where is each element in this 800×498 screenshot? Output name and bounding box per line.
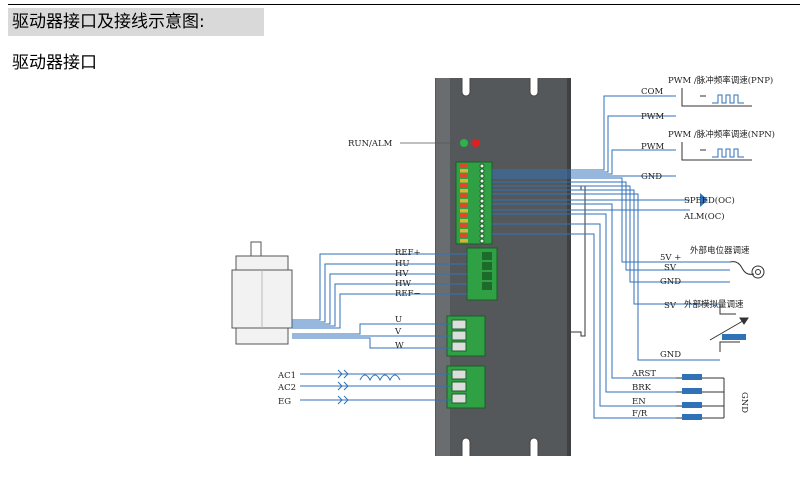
terminal-screw (479, 188, 485, 194)
terminal-pin (460, 229, 468, 233)
sv-label-2: SV (664, 301, 677, 311)
terminal-screw (479, 193, 485, 199)
ac1-label: AC1 (277, 371, 296, 381)
ac2-label: AC2 (277, 383, 296, 393)
speed-oc-label: SPEED(OC) (684, 195, 735, 206)
terminal-pin (460, 239, 468, 243)
terminal-screw (479, 203, 485, 209)
analog-source-icon (709, 304, 749, 352)
eg-label: EG (278, 397, 291, 407)
v5-label: 5V + (660, 253, 681, 263)
u-label: U (395, 315, 402, 325)
alarm-led (472, 139, 480, 147)
en-label: EN (632, 397, 646, 407)
signal-terminal-block (455, 161, 493, 245)
terminal-pin (460, 174, 468, 178)
terminal-screw (479, 228, 485, 234)
terminal-screw (479, 198, 485, 204)
terminal-pin (460, 224, 468, 228)
pwm-npn-title: PWM /脉冲频率调速(NPN) (668, 129, 775, 140)
section-title: 驱动器接口及接线示意图: (8, 8, 264, 36)
terminal-screw (479, 213, 485, 219)
gnd-label-3: GND (660, 350, 681, 360)
run-alm-label: RUN/ALM (348, 139, 393, 149)
motor-icon (231, 241, 293, 345)
run-led (460, 139, 468, 147)
pwm-label-1: PWM (641, 112, 664, 122)
terminal-screw (479, 223, 485, 229)
ref-plus-label: REF+ (395, 248, 421, 258)
ref-minus-label: REF− (395, 289, 421, 299)
alm-oc-label: ALM(OC) (683, 211, 725, 222)
brk-label: BRK (632, 383, 652, 393)
pwm-label-2: PWM (641, 142, 664, 152)
pwm-pnp-title: PWM /脉冲频率调速(PNP) (668, 75, 773, 86)
terminal-pin (460, 184, 468, 188)
switch-group (676, 377, 725, 419)
terminal-screw (479, 178, 485, 184)
terminal-screw (479, 218, 485, 224)
com-label: COM (641, 87, 663, 97)
pot-title: 外部电位器调速 (690, 245, 750, 256)
terminal-pin (460, 209, 468, 213)
terminal-pin (460, 169, 468, 173)
terminal-pin (460, 214, 468, 218)
terminal-pin (460, 164, 468, 168)
hv-label: HV (395, 269, 409, 279)
top-rule (8, 4, 800, 5)
hu-label: HU (395, 259, 410, 269)
fr-label: F/R (632, 409, 648, 419)
potentiometer-icon (729, 261, 765, 279)
terminal-pin (460, 194, 468, 198)
sub-title: 驱动器接口 (12, 53, 97, 73)
hw-label: HW (395, 279, 411, 289)
terminal-pin (460, 189, 468, 193)
terminal-pin (460, 219, 468, 223)
arst-label: ARST (631, 369, 656, 379)
gnd-label-2: GND (660, 277, 681, 287)
terminal-pin (460, 179, 468, 183)
terminal-screw (479, 233, 485, 239)
terminal-pin (460, 204, 468, 208)
terminal-pin (460, 199, 468, 203)
terminal-screw (479, 183, 485, 189)
gnd-label-1: GND (641, 172, 662, 182)
analog-title: 外部模拟量调速 (684, 299, 744, 310)
terminal-screw (479, 168, 485, 174)
terminal-screw (479, 173, 485, 179)
v-label: V (394, 327, 402, 337)
sv-label-1: SV (664, 263, 677, 273)
driver-unit (435, 78, 571, 456)
terminal-pin (460, 234, 468, 238)
terminal-screw (479, 163, 485, 169)
terminal-screw (479, 238, 485, 244)
gnd-vertical-label: GND (739, 392, 749, 413)
w-label: W (395, 341, 404, 351)
terminal-screw (479, 208, 485, 214)
